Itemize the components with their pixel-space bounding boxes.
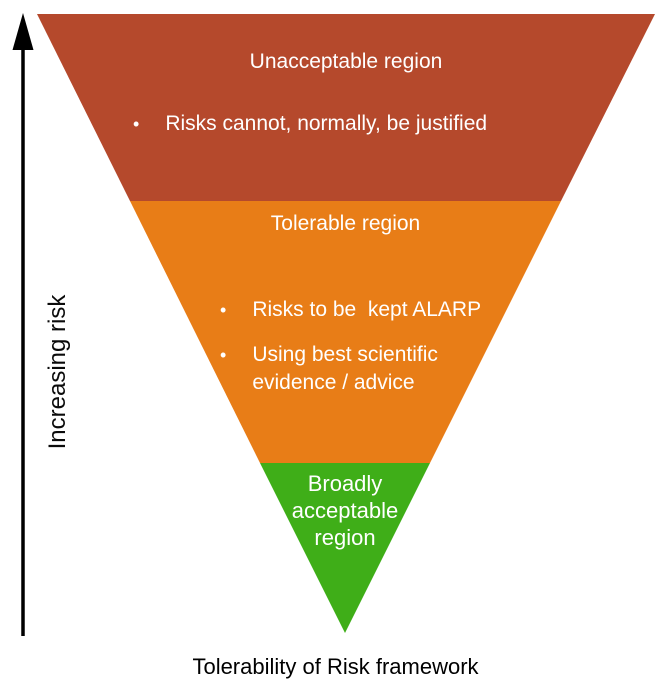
unacceptable-region-shape	[37, 14, 655, 201]
diagram-caption: Tolerability of Risk framework	[192, 654, 479, 679]
unacceptable-bullet-text: Risks cannot, normally, be justified	[165, 112, 488, 135]
bullet-icon: •	[220, 345, 227, 365]
tolerable-region-title: Tolerable region	[270, 212, 421, 235]
broadly-acceptable-region-title: Broadly acceptable region	[291, 471, 399, 550]
unacceptable-region-title: Unacceptable region	[249, 50, 443, 73]
tolerable-bullet-item-1: • Risks to be kept ALARP	[220, 296, 481, 324]
unacceptable-bullet-item: • Risks cannot, normally, be justified	[133, 110, 487, 138]
tolerable-bullet-text-1: Risks to be kept ALARP	[252, 298, 482, 321]
increasing-risk-axis-label: Increasing risk	[44, 294, 71, 450]
bullet-icon: •	[133, 114, 140, 134]
tolerable-bullet-item-2: • Using best scientific evidence / advic…	[220, 341, 438, 397]
increasing-risk-arrowhead-icon	[12, 13, 34, 50]
tolerable-bullet-text-2: Using best scientific evidence / advice	[252, 343, 438, 394]
broadly-acceptable-region-shape	[260, 463, 430, 633]
tolerable-region-shape	[130, 201, 561, 463]
bullet-icon: •	[220, 300, 227, 320]
